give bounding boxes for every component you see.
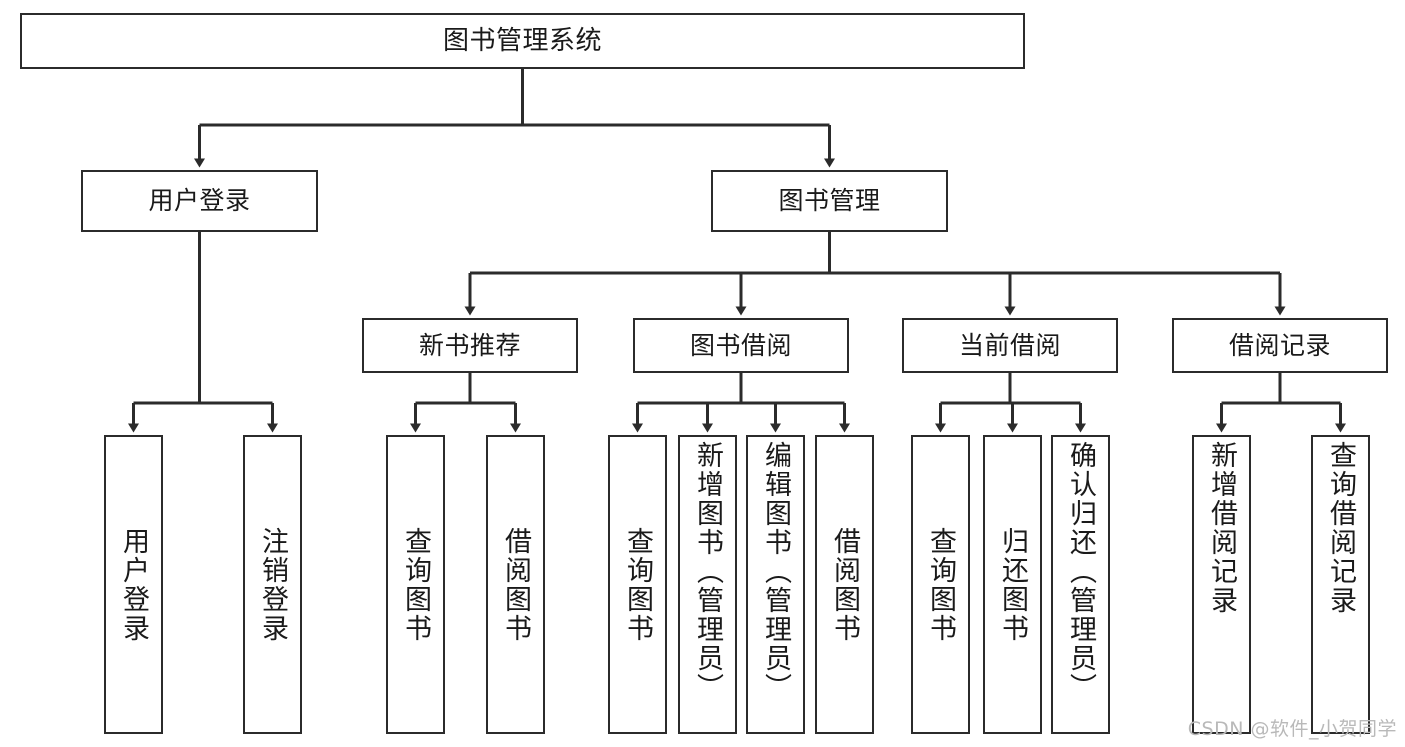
node-label: 图书借阅 bbox=[689, 330, 792, 360]
node-leaf8[interactable]: 借阅图书 bbox=[815, 435, 874, 734]
node-leaf6[interactable]: 新增图书（管理员） bbox=[678, 435, 737, 734]
node-bookmgmt[interactable]: 图书管理 bbox=[711, 170, 948, 232]
node-label: 用户登录 bbox=[148, 186, 251, 216]
node-leaf2[interactable]: 注销登录 bbox=[243, 435, 302, 734]
node-leaf11[interactable]: 确认归还（管理员） bbox=[1051, 435, 1110, 734]
node-label: 查询借阅记录 bbox=[1325, 441, 1356, 615]
node-label: 确认归还（管理员） bbox=[1065, 441, 1096, 702]
node-login[interactable]: 用户登录 bbox=[81, 170, 318, 232]
node-label: 当前借阅 bbox=[958, 330, 1061, 360]
node-label: 查询图书 bbox=[400, 526, 431, 643]
watermark-label: CSDN @软件_小贺同学 bbox=[1187, 718, 1397, 740]
node-label: 图书管理 bbox=[778, 186, 881, 216]
node-label: 借阅图书 bbox=[829, 526, 860, 643]
node-leaf5[interactable]: 查询图书 bbox=[608, 435, 667, 734]
node-root[interactable]: 图书管理系统 bbox=[20, 13, 1025, 69]
node-label: 新增借阅记录 bbox=[1206, 441, 1237, 615]
node-leaf4[interactable]: 借阅图书 bbox=[486, 435, 545, 734]
node-borrow[interactable]: 图书借阅 bbox=[633, 318, 849, 373]
node-current[interactable]: 当前借阅 bbox=[902, 318, 1118, 373]
node-leaf1[interactable]: 用户登录 bbox=[104, 435, 163, 734]
node-leaf3[interactable]: 查询图书 bbox=[386, 435, 445, 734]
node-leaf7[interactable]: 编辑图书（管理员） bbox=[746, 435, 805, 734]
node-label: 注销登录 bbox=[257, 526, 288, 643]
node-label: 查询图书 bbox=[622, 526, 653, 643]
node-newbook[interactable]: 新书推荐 bbox=[362, 318, 578, 373]
node-leaf12[interactable]: 新增借阅记录 bbox=[1192, 435, 1251, 734]
node-label: 查询图书 bbox=[925, 526, 956, 643]
node-leaf13[interactable]: 查询借阅记录 bbox=[1311, 435, 1370, 734]
node-records[interactable]: 借阅记录 bbox=[1172, 318, 1388, 373]
node-label: 编辑图书（管理员） bbox=[760, 441, 791, 702]
node-leaf10[interactable]: 归还图书 bbox=[983, 435, 1042, 734]
node-label: 借阅图书 bbox=[500, 526, 531, 643]
node-label: 归还图书 bbox=[997, 526, 1028, 643]
node-label: 新书推荐 bbox=[418, 330, 521, 360]
node-label: 用户登录 bbox=[118, 526, 149, 643]
node-label: 新增图书（管理员） bbox=[692, 441, 723, 702]
node-label: 借阅记录 bbox=[1228, 330, 1331, 360]
node-leaf9[interactable]: 查询图书 bbox=[911, 435, 970, 734]
node-label: 图书管理系统 bbox=[442, 25, 602, 56]
